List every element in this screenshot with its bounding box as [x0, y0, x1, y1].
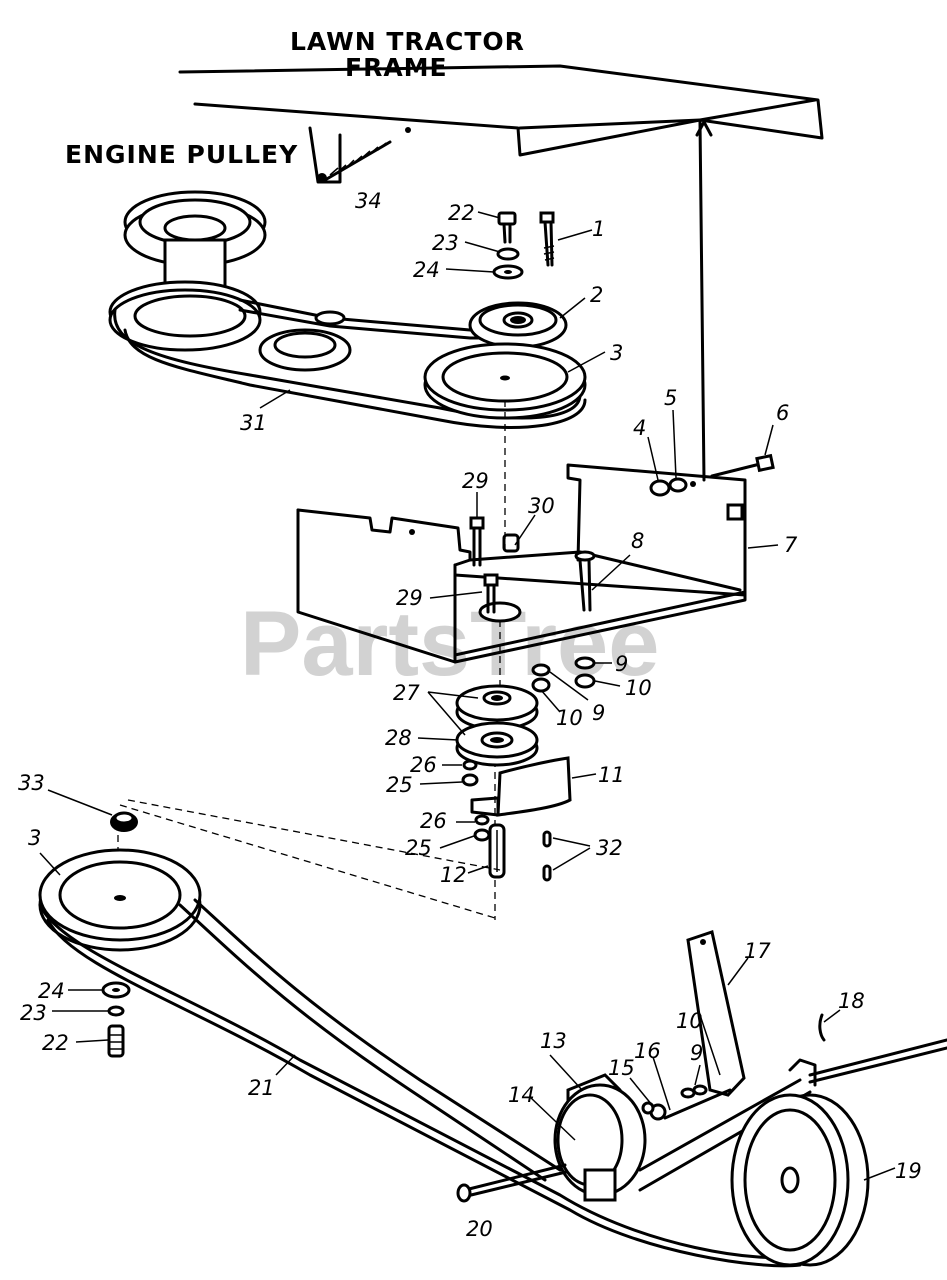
engine-pulley-label: ENGINE PULLEY [65, 140, 298, 169]
pin-and-clips [488, 823, 552, 882]
washers-25-26 [461, 759, 491, 842]
callout-25-lower: 25 [405, 836, 432, 860]
transmission-pulley-lower [38, 848, 202, 952]
callout-34: 34 [355, 189, 382, 213]
bolt-8 [574, 550, 596, 612]
callouts: 34 22 23 24 1 2 3 31 4 5 6 7 8 29 30 29 … [18, 189, 922, 1241]
lower-bolt-washer-stack [101, 981, 131, 1058]
callout-26-lower: 26 [420, 809, 447, 833]
callout-10-mid: 10 [556, 706, 583, 730]
callout-1: 1 [592, 217, 605, 241]
washers-9-10-lower [680, 1084, 708, 1099]
drive-pulley-19 [730, 1093, 870, 1267]
callout-25-upper: 25 [386, 773, 413, 797]
callout-3-upper: 3 [610, 341, 623, 365]
upper-bolt-washer-stack [492, 211, 524, 280]
nuts-4-5 [649, 477, 696, 497]
bolt-6 [710, 453, 775, 478]
callout-17: 17 [744, 939, 771, 963]
callout-7: 7 [784, 533, 798, 557]
callout-22: 22 [448, 201, 475, 225]
tractor-frame [178, 64, 824, 482]
idler-pulley-2 [468, 301, 568, 349]
mounting-bracket [296, 463, 747, 664]
pin-18-rod [788, 1013, 947, 1087]
lower-drive-belt [38, 898, 802, 1268]
callout-20: 20 [466, 1217, 493, 1241]
transmission-pulley-upper [423, 342, 587, 420]
bolt-1 [539, 211, 555, 267]
callout-24: 24 [413, 258, 440, 282]
belt-guard [470, 756, 572, 817]
callout-32: 32 [596, 836, 623, 860]
callout-30: 30 [528, 494, 555, 518]
callout-9-mid: 9 [592, 701, 605, 725]
callout-5: 5 [664, 386, 677, 410]
callout-10-lower: 10 [676, 1009, 703, 1033]
callout-29-lower: 29 [396, 586, 423, 610]
callout-29-upper: 29 [462, 469, 489, 493]
callout-10-right: 10 [625, 676, 652, 700]
callout-22-lower: 22 [42, 1031, 69, 1055]
washers-15-16 [641, 1101, 667, 1121]
frame-title-line2: FRAME [345, 53, 448, 82]
callout-26-upper: 26 [410, 753, 437, 777]
callout-6: 6 [776, 401, 789, 425]
nut-33 [110, 811, 138, 832]
bolts-29-spacer-30 [469, 516, 520, 614]
callout-23: 23 [432, 231, 459, 255]
callout-14: 14 [508, 1083, 535, 1107]
callout-11: 11 [598, 763, 625, 787]
watermark: PartsTree [240, 593, 659, 695]
callout-8: 8 [631, 529, 644, 553]
callout-13: 13 [540, 1029, 567, 1053]
idler-bracket-13-14 [553, 1073, 647, 1202]
frame-title-line1: LAWN TRACTOR [290, 27, 525, 56]
callout-24-lower: 24 [38, 979, 65, 1003]
callout-21: 21 [248, 1076, 275, 1100]
spring [323, 140, 392, 182]
callout-3-lower: 3 [28, 826, 41, 850]
washers-9-10 [531, 656, 596, 693]
callout-18: 18 [838, 989, 865, 1013]
bolt-20 [456, 1163, 568, 1203]
leader-lines [39, 211, 896, 1181]
callout-23-lower: 23 [20, 1001, 47, 1025]
callout-31: 31 [240, 411, 267, 435]
callout-9-lower: 9 [690, 1041, 703, 1065]
callout-4: 4 [633, 416, 646, 440]
bearing-flanges [455, 684, 539, 767]
callout-19: 19 [895, 1159, 922, 1183]
engine-pulley [108, 190, 267, 352]
callout-2: 2 [590, 283, 603, 307]
callout-28: 28 [385, 726, 412, 750]
small-idler-pulley [258, 310, 352, 372]
callout-27: 27 [393, 681, 420, 705]
callout-16: 16 [634, 1039, 661, 1063]
callout-12: 12 [440, 863, 467, 887]
callout-9-right: 9 [615, 652, 628, 676]
callout-15: 15 [608, 1056, 635, 1080]
callout-33: 33 [18, 771, 45, 795]
